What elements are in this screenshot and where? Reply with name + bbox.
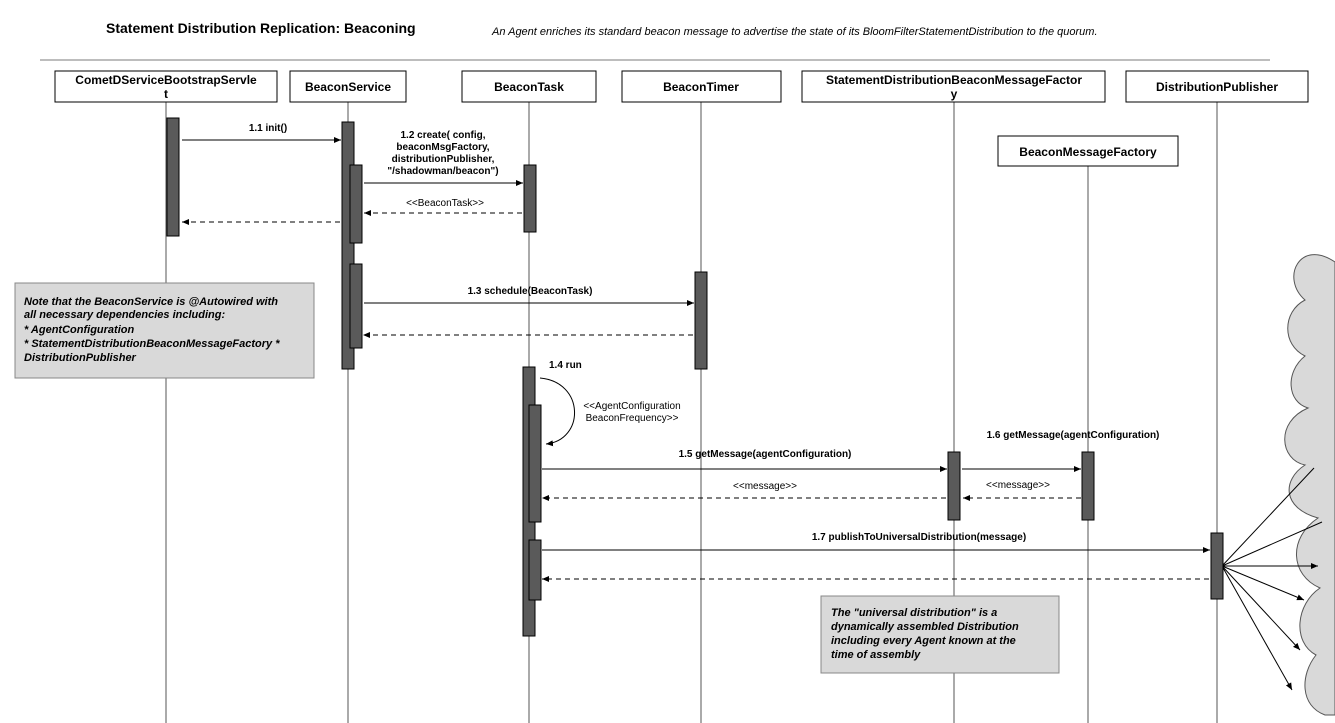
note-line: all necessary dependencies including: xyxy=(24,309,225,321)
note-line: * StatementDistributionBeaconMessageFact… xyxy=(24,338,280,350)
note-line: dynamically assembled Distribution xyxy=(831,621,1019,633)
note-line: * AgentConfiguration xyxy=(24,324,134,336)
participant-distribution-publisher: DistributionPublisher xyxy=(1125,70,1309,103)
activation-bar xyxy=(349,164,363,244)
message-label-1-2: "/shadowman/beacon") xyxy=(387,166,498,177)
participant-label: t xyxy=(164,87,168,101)
message-label-1-7: 1.7 publishToUniversalDistribution(messa… xyxy=(812,532,1026,543)
activation-bar xyxy=(528,404,542,523)
note-line: The "universal distribution" is a xyxy=(831,607,997,619)
return-label-1-2: <<BeaconTask>> xyxy=(406,198,484,209)
activation-bar xyxy=(166,117,180,237)
note-line: including every Agent known at the xyxy=(831,635,1016,647)
participant-label: y xyxy=(951,87,958,101)
participant-label: BeaconService xyxy=(305,80,391,94)
message-label-1-3: 1.3 schedule(BeaconTask) xyxy=(468,286,593,297)
activation-bar xyxy=(1081,451,1095,521)
note-universal-distribution: The "universal distribution" is a dynami… xyxy=(820,595,1060,674)
message-label-1-2: beaconMsgFactory, xyxy=(396,142,489,153)
diagram-title: Statement Distribution Replication: Beac… xyxy=(106,20,416,36)
messages xyxy=(182,137,1210,582)
participant-label: BeaconTask xyxy=(494,80,564,94)
participant-label: CometDServiceBootstrapServle xyxy=(75,73,257,87)
activation-bar xyxy=(1210,532,1224,600)
activation-bar xyxy=(349,263,363,349)
note-autowired: Note that the BeaconService is @Autowire… xyxy=(14,282,315,379)
diagram-subtitle: An Agent enriches its standard beacon me… xyxy=(491,26,1098,38)
participant-label: BeaconMessageFactory xyxy=(1019,145,1157,159)
message-label-1-4: 1.4 run xyxy=(549,360,582,371)
message-label-1-1: 1.1 init() xyxy=(249,123,287,134)
participants: CometDServiceBootstrapServle t BeaconSer… xyxy=(54,70,1309,167)
activations xyxy=(166,117,1224,637)
note-line: Note that the BeaconService is @Autowire… xyxy=(24,296,278,308)
message-label-1-2: distributionPublisher, xyxy=(392,154,495,165)
activation-bar xyxy=(947,451,961,521)
message-labels: 1.1 init() 1.2 create( config, beaconMsg… xyxy=(249,123,1160,543)
self-call-note: <<AgentConfiguration xyxy=(583,401,680,412)
participant-label: StatementDistributionBeaconMessageFactor xyxy=(826,73,1082,87)
message-label-1-5: 1.5 getMessage(agentConfiguration) xyxy=(679,449,852,460)
participant-beacon-task: BeaconTask xyxy=(461,70,597,103)
note-line: time of assembly xyxy=(831,649,921,661)
activation-bar xyxy=(523,164,537,233)
self-call-note: BeaconFrequency>> xyxy=(586,413,679,424)
activation-bar xyxy=(694,271,708,370)
participant-beacon-service: BeaconService xyxy=(289,70,407,103)
message-label-1-6: 1.6 getMessage(agentConfiguration) xyxy=(987,430,1160,441)
participant-beacon-timer: BeaconTimer xyxy=(621,70,782,103)
universal-distribution-cloud xyxy=(1221,254,1335,716)
participant-label: DistributionPublisher xyxy=(1156,80,1278,94)
activation-bar xyxy=(528,539,542,601)
message-label-1-2: 1.2 create( config, xyxy=(400,130,485,141)
participant-beacon-message-factory: BeaconMessageFactory xyxy=(997,135,1179,167)
participant-bootstrap-servlet: CometDServiceBootstrapServle t xyxy=(54,70,278,103)
participant-statement-factory: StatementDistributionBeaconMessageFactor… xyxy=(801,70,1106,103)
self-call-arrow xyxy=(539,377,575,447)
note-line: DistributionPublisher xyxy=(24,352,137,364)
return-label-1-5: <<message>> xyxy=(733,481,797,492)
return-label-1-6: <<message>> xyxy=(986,480,1050,491)
participant-label: BeaconTimer xyxy=(663,80,739,94)
